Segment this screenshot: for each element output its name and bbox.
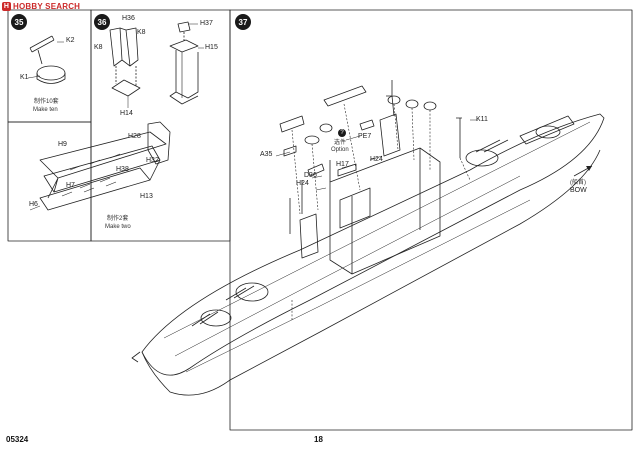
label-h37: H37 [200, 20, 213, 27]
product-code: 05324 [6, 435, 29, 444]
label-a35: A35 [260, 151, 273, 158]
panel-35-lower-frame [7, 121, 92, 242]
label-h9: H9 [58, 141, 67, 148]
label-k2: K2 [66, 37, 75, 44]
leader-lines [275, 119, 478, 191]
panel-37-frame [229, 9, 633, 431]
label-h36: H36 [122, 15, 135, 22]
label-h32: H32 [146, 157, 159, 164]
battleship-hull [131, 80, 605, 396]
label-pe7: PE7 [358, 133, 372, 140]
label-h14: H14 [120, 110, 133, 117]
label-k8-left: K8 [94, 44, 103, 51]
step-36-note-cn: 制作2套 [107, 216, 129, 222]
label-h7: H7 [66, 182, 75, 189]
option-note-en: Option [331, 147, 349, 153]
label-k8-top: K8 [137, 29, 146, 36]
label-h28: H28 [128, 133, 141, 140]
label-h24-right: H24 [370, 156, 383, 163]
label-k1: K1 [20, 74, 29, 81]
step-37-badge: 37 [235, 14, 251, 30]
step-36-note-en: Make two [105, 224, 131, 230]
label-bow: BOW [570, 187, 587, 194]
step-35-note-cn: 制作10套 [34, 99, 59, 105]
label-h15: H15 [205, 44, 218, 51]
step-35-badge: 35 [11, 14, 27, 30]
label-h17: H17 [336, 161, 349, 168]
label-h38: H38 [116, 166, 129, 173]
watermark-logo-icon: H [2, 1, 11, 11]
arrow-icon [586, 166, 592, 171]
label-h13: H13 [140, 193, 153, 200]
part-bracket-left [109, 27, 141, 108]
page-number: 18 [314, 435, 323, 444]
watermark-text: HOBBY SEARCH [13, 1, 81, 11]
label-h24-left: H24 [296, 180, 309, 187]
label-k11: K11 [476, 116, 488, 123]
label-h6: H6 [29, 201, 38, 208]
bow-note-cn: (船首) [570, 180, 586, 186]
step-36-badge: 36 [94, 14, 110, 30]
part-tower-right [169, 21, 204, 105]
option-marker-icon: ? [338, 129, 346, 137]
part-long-frame [29, 121, 171, 211]
option-note-cn: 选件 [334, 140, 347, 146]
label-d36: D36 [304, 172, 317, 179]
watermark: H HOBBY SEARCH [2, 1, 80, 11]
part-k1-k2 [27, 35, 66, 84]
step-35-note-en: Make ten [33, 107, 58, 113]
